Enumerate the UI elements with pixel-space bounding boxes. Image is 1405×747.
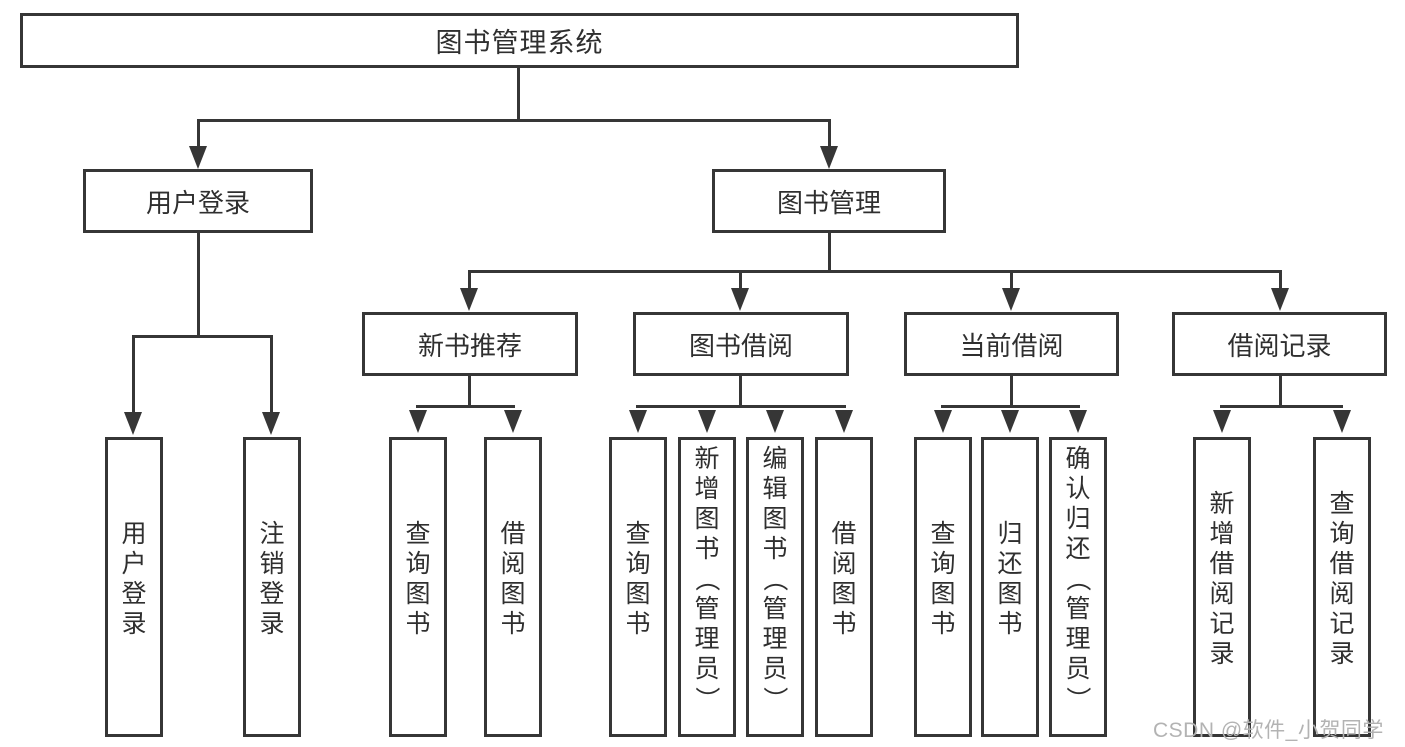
node-user-login-label: 用户登录 (145, 187, 250, 218)
leaf-query-books-2-label: 查询图书 (625, 520, 651, 638)
arrowhead-down-icon (820, 146, 838, 169)
arrowhead-down-icon (1333, 410, 1351, 433)
node-book-management-label: 图书管理 (776, 187, 881, 218)
edge-book-management-rail (468, 270, 1282, 273)
node-new-book-recommend-label: 新书推荐 (417, 330, 522, 361)
arrowhead-down-icon (189, 146, 207, 169)
edge-drop-leaf (270, 338, 273, 412)
edge-root-stem (517, 68, 520, 122)
node-library-system: 图书管理系统 (20, 13, 1019, 68)
leaf-add-books-admin-label: 新增图书（管理员） (692, 445, 721, 712)
leaf-query-books-2: 查询图书 (609, 437, 667, 737)
edge-book-borrow-stem (739, 376, 742, 405)
leaf-user-login-label: 用户登录 (121, 520, 147, 638)
arrowhead-down-icon (460, 288, 478, 311)
edge-drop-user-login (197, 122, 200, 148)
leaf-add-borrow-record: 新增借阅记录 (1193, 437, 1251, 737)
edge-new-book-rail (416, 405, 515, 408)
node-current-borrow-label: 当前借阅 (959, 330, 1064, 361)
edge-user-login-stem (197, 233, 200, 335)
arrowhead-down-icon (766, 410, 784, 433)
edge-drop-book-management (828, 122, 831, 148)
leaf-logout: 注销登录 (243, 437, 301, 737)
edge-drop-new-book (468, 273, 471, 289)
leaf-borrow-books-1: 借阅图书 (484, 437, 542, 737)
node-user-login: 用户登录 (83, 169, 313, 233)
node-library-system-label: 图书管理系统 (435, 28, 604, 58)
node-borrow-records-label: 借阅记录 (1227, 330, 1332, 361)
node-new-book-recommend: 新书推荐 (362, 312, 578, 376)
edge-user-login-rail (132, 335, 273, 338)
arrowhead-down-icon (1002, 288, 1020, 311)
leaf-add-borrow-record-label: 新增借阅记录 (1209, 490, 1235, 668)
leaf-query-borrow-record: 查询借阅记录 (1313, 437, 1371, 737)
edge-new-book-stem (468, 376, 471, 405)
arrowhead-down-icon (835, 410, 853, 433)
edge-book-borrow-rail (636, 405, 846, 408)
arrowhead-down-icon (124, 412, 142, 435)
leaf-add-books-admin: 新增图书（管理员） (678, 437, 736, 737)
leaf-query-books-1-label: 查询图书 (405, 520, 431, 638)
leaf-edit-books-admin-label: 编辑图书（管理员） (760, 445, 789, 712)
leaf-confirm-return-admin-label: 确认归还（管理员） (1063, 445, 1092, 712)
edge-drop-leaf (132, 338, 135, 412)
leaf-borrow-books-1-label: 借阅图书 (500, 520, 526, 638)
node-book-borrow-label: 图书借阅 (688, 330, 793, 361)
edge-book-management-stem (828, 233, 831, 270)
leaf-query-books-1: 查询图书 (389, 437, 447, 737)
arrowhead-down-icon (504, 410, 522, 433)
arrowhead-down-icon (698, 410, 716, 433)
arrowhead-down-icon (409, 410, 427, 433)
edge-borrow-records-rail (1220, 405, 1343, 408)
edge-drop-borrow-records (1279, 273, 1282, 289)
leaf-confirm-return-admin: 确认归还（管理员） (1049, 437, 1107, 737)
node-book-borrow: 图书借阅 (633, 312, 849, 376)
leaf-query-borrow-record-label: 查询借阅记录 (1329, 490, 1355, 668)
edge-current-borrow-rail (941, 405, 1080, 408)
csdn-watermark: CSDN @软件_小贺同学 (1153, 719, 1384, 742)
node-borrow-records: 借阅记录 (1172, 312, 1387, 376)
leaf-borrow-books-2: 借阅图书 (815, 437, 873, 737)
leaf-return-books: 归还图书 (981, 437, 1039, 737)
node-book-management: 图书管理 (712, 169, 946, 233)
leaf-query-books-3: 查询图书 (914, 437, 972, 737)
edge-drop-current-borrow (1010, 273, 1013, 289)
arrowhead-down-icon (1271, 288, 1289, 311)
arrowhead-down-icon (934, 410, 952, 433)
arrowhead-down-icon (629, 410, 647, 433)
arrowhead-down-icon (262, 412, 280, 435)
leaf-edit-books-admin: 编辑图书（管理员） (746, 437, 804, 737)
edge-root-rail (197, 119, 831, 122)
leaf-return-books-label: 归还图书 (997, 520, 1023, 638)
leaf-query-books-3-label: 查询图书 (930, 520, 956, 638)
edge-borrow-records-stem (1279, 376, 1282, 405)
node-current-borrow: 当前借阅 (904, 312, 1119, 376)
arrowhead-down-icon (1069, 410, 1087, 433)
arrowhead-down-icon (731, 288, 749, 311)
leaf-user-login: 用户登录 (105, 437, 163, 737)
arrowhead-down-icon (1001, 410, 1019, 433)
edge-current-borrow-stem (1010, 376, 1013, 405)
arrowhead-down-icon (1213, 410, 1231, 433)
edge-drop-book-borrow (739, 273, 742, 289)
leaf-logout-label: 注销登录 (259, 520, 285, 638)
leaf-borrow-books-2-label: 借阅图书 (831, 520, 857, 638)
